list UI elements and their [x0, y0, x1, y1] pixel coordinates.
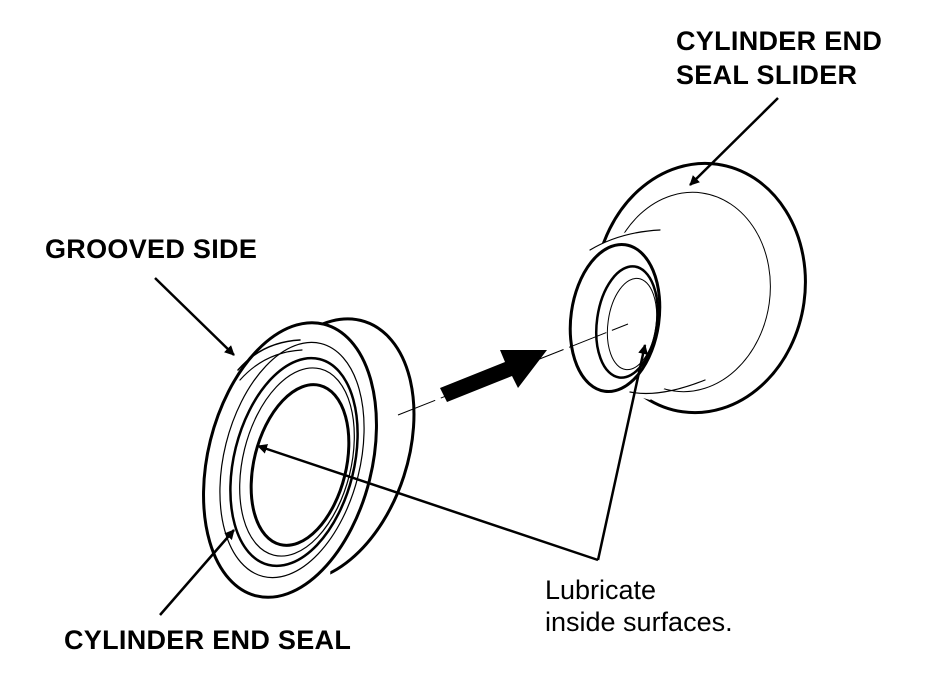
slider-label-line1: CYLINDER END	[676, 26, 883, 56]
grooved-side-leader-arrow	[154, 277, 235, 356]
alignment-guide	[397, 323, 629, 416]
seal-leader-arrow	[159, 529, 235, 616]
seal-label: CYLINDER END SEAL	[64, 625, 352, 655]
lubricate-note-line2: inside surfaces.	[545, 607, 733, 637]
lubricate-leader-right	[596, 344, 648, 561]
slider-label: CYLINDER END SEAL SLIDER	[676, 24, 882, 92]
cylinder-end-seal	[202, 317, 416, 600]
cylinder-end-seal-slider	[568, 161, 807, 415]
install-direction-arrow	[440, 350, 547, 402]
slider-label-line2: SEAL SLIDER	[676, 60, 858, 90]
lubricate-note: Lubricate inside surfaces.	[545, 574, 733, 638]
lubricate-leader-left	[257, 444, 599, 562]
leader-lines	[154, 97, 779, 616]
slider-leader-arrow	[689, 97, 779, 186]
lubricate-note-line1: Lubricate	[545, 575, 657, 605]
grooved-side-label: GROOVED SIDE	[45, 234, 258, 264]
